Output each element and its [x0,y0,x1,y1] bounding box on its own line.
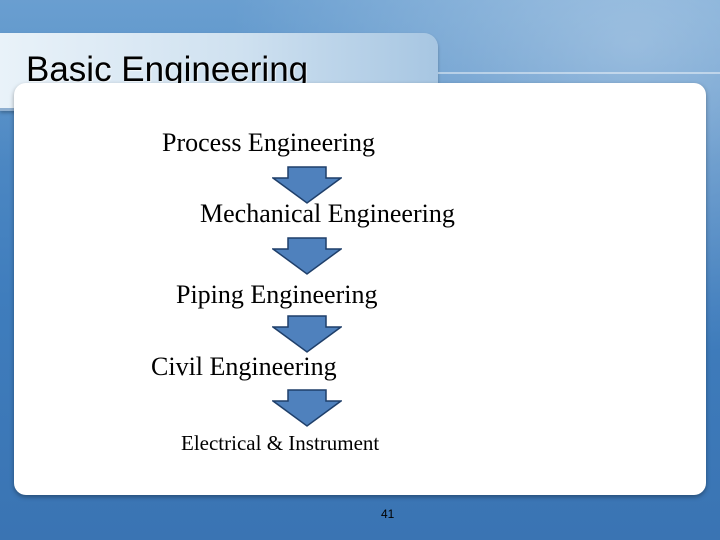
down-arrow-icon [272,389,342,427]
slide-title: Basic Engineering [26,50,309,89]
step-process-engineering: Process Engineering [162,128,376,157]
step-electrical-instrument: Electrical & Instrument [181,431,380,455]
content-panel [14,83,706,495]
step-mechanical-engineering: Mechanical Engineering [200,199,455,228]
down-arrow-icon [272,166,342,204]
step-civil-engineering: Civil Engineering [151,352,337,381]
down-arrow-icon [272,315,342,353]
down-arrow-icon [272,237,342,275]
page-number: 41 [381,507,395,521]
step-piping-engineering: Piping Engineering [176,280,378,309]
title-divider [438,72,720,74]
